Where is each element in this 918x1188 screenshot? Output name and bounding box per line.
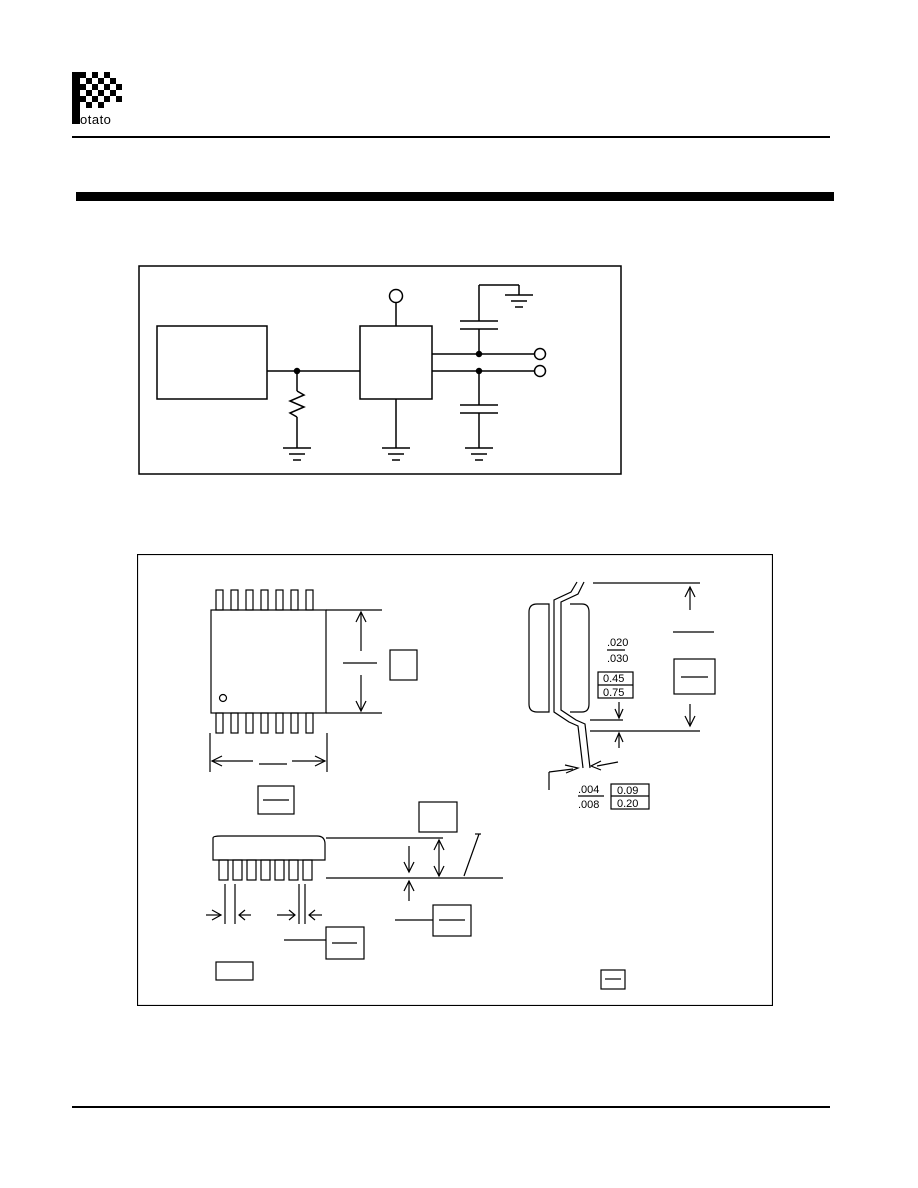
footer-rule bbox=[72, 1106, 830, 1108]
potato-logo-icon bbox=[72, 72, 122, 124]
dim-box bbox=[600, 969, 626, 990]
package-body-top bbox=[210, 609, 327, 714]
output-pin-icon bbox=[533, 364, 547, 378]
lead-thickness-in-max: .008 bbox=[578, 799, 599, 811]
end-view bbox=[528, 581, 716, 990]
header-rule bbox=[72, 136, 830, 138]
lead-thickness-mm-max: 0.20 bbox=[617, 798, 638, 810]
output-pin-icon bbox=[533, 347, 547, 361]
standoff-in-min: .020 bbox=[607, 637, 628, 649]
dim-box bbox=[418, 801, 458, 833]
top-view bbox=[209, 589, 418, 815]
lead-thickness-mm-min: 0.09 bbox=[617, 785, 638, 797]
resistor bbox=[288, 390, 306, 418]
application-circuit-diagram bbox=[138, 265, 622, 475]
dim-box bbox=[325, 926, 365, 960]
dim-box bbox=[215, 961, 254, 981]
ground-icon bbox=[382, 447, 410, 461]
ground-icon bbox=[465, 447, 493, 461]
package-frame-border bbox=[137, 554, 773, 1006]
top-leads bbox=[215, 589, 314, 611]
circuit-frame-border bbox=[138, 265, 622, 475]
pin1-marker-icon bbox=[218, 693, 228, 703]
dim-box bbox=[432, 904, 472, 937]
lead-thickness-in-min: .004 bbox=[578, 784, 599, 796]
ic-block bbox=[359, 325, 433, 400]
supply-pin-icon bbox=[388, 288, 404, 304]
package-end-body bbox=[528, 603, 550, 713]
standoff-mm-max: 0.75 bbox=[603, 687, 624, 699]
side-leads bbox=[218, 859, 313, 881]
ground-icon bbox=[505, 294, 533, 308]
package-outline-diagram: .020 .030 0.45 0.75 .004 .008 0.09 0.20 bbox=[137, 554, 773, 1006]
standoff-in-max: .030 bbox=[607, 653, 628, 665]
side-view bbox=[206, 801, 503, 981]
package-body-side bbox=[212, 835, 326, 861]
title-bar bbox=[76, 192, 834, 201]
dim-box bbox=[257, 785, 295, 815]
source-block bbox=[156, 325, 268, 400]
dim-box bbox=[673, 658, 716, 695]
standoff-mm-min: 0.45 bbox=[603, 673, 624, 685]
ground-icon bbox=[283, 447, 311, 461]
bottom-leads bbox=[215, 712, 314, 734]
logo-text: otato bbox=[80, 112, 112, 127]
dim-box bbox=[389, 649, 418, 681]
